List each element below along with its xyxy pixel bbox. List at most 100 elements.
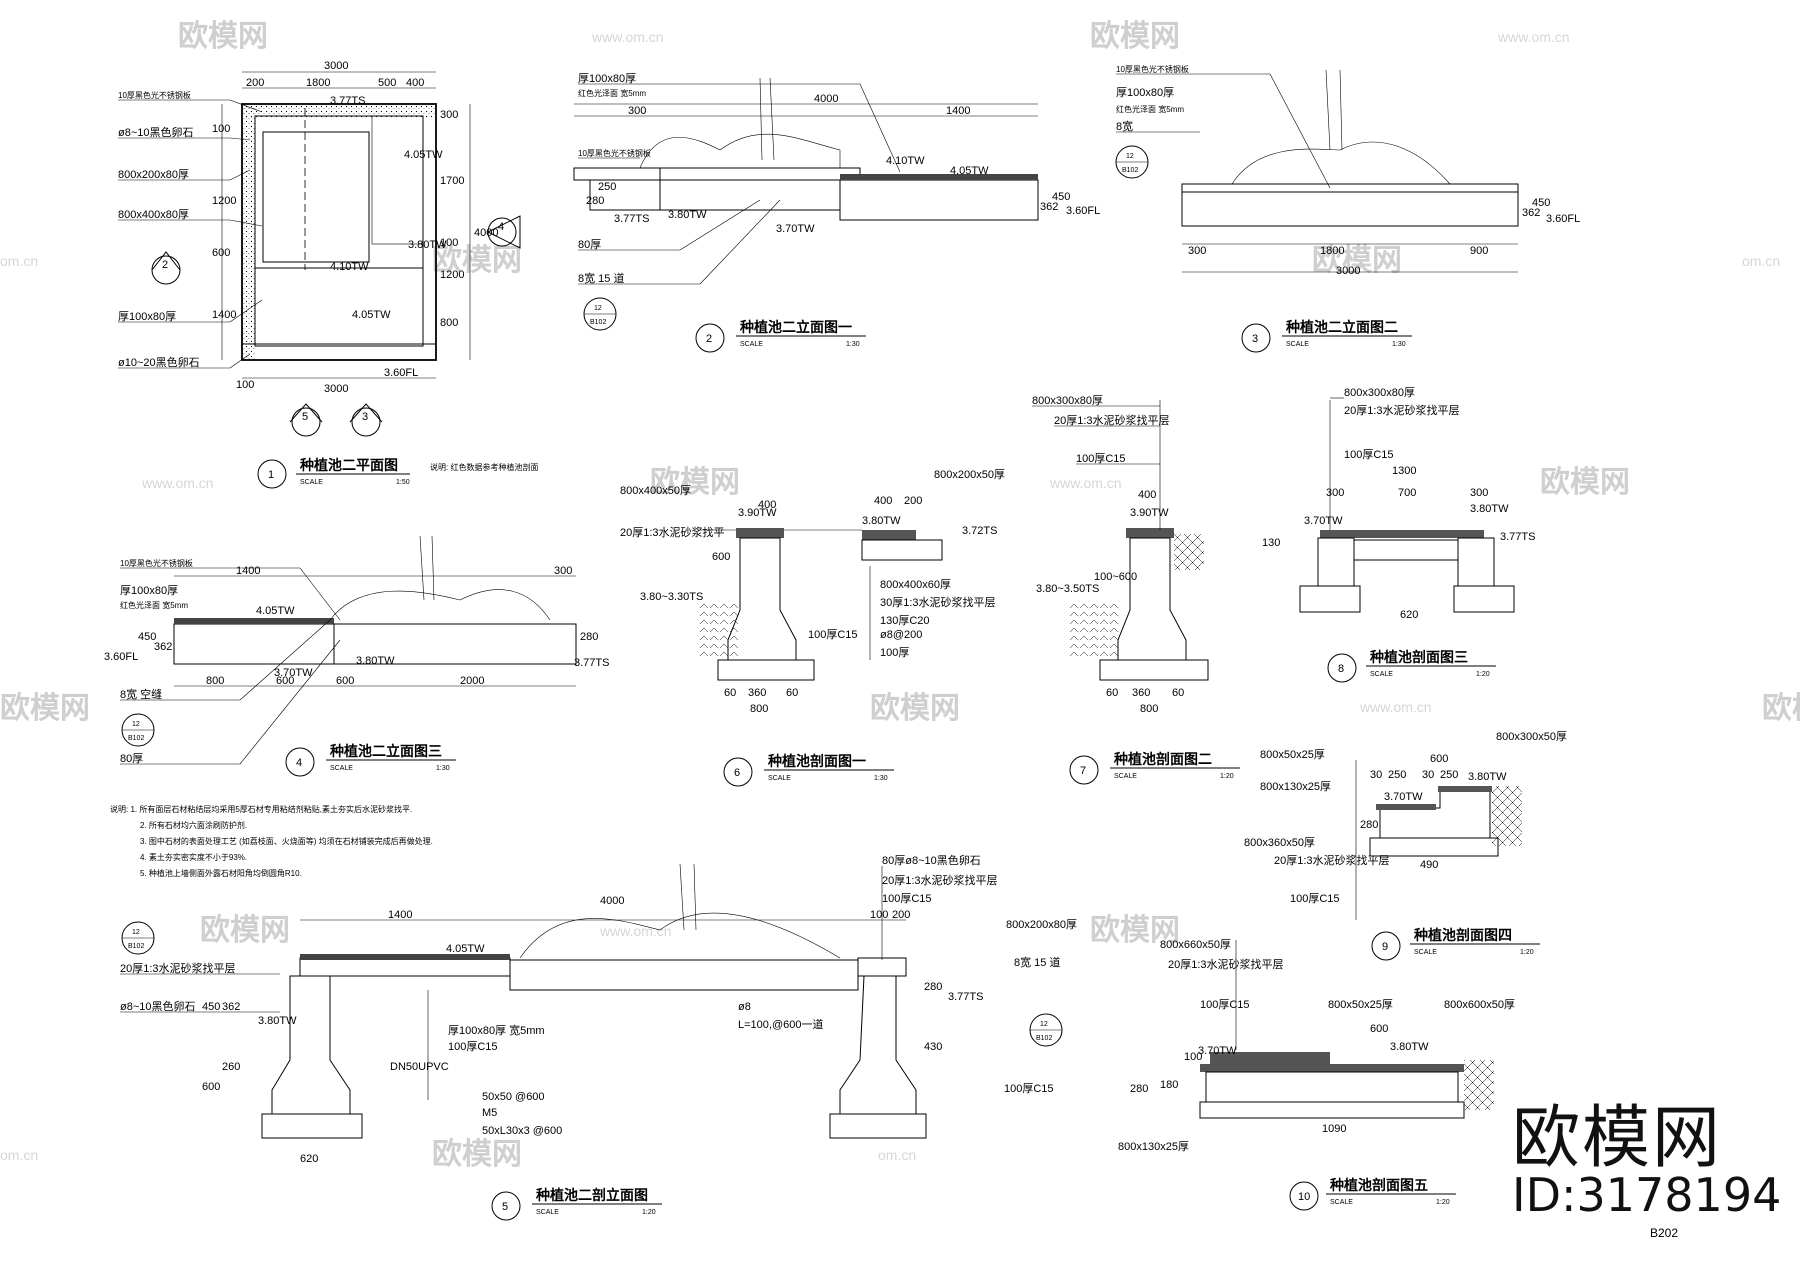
dim-text: 600: [212, 247, 230, 259]
dim-text: 280: [1130, 1083, 1148, 1095]
svg-text:1:30: 1:30: [1392, 341, 1406, 348]
drawing-title: 种植池二立面图三: [329, 743, 442, 759]
callout-text: 8宽 15 道: [1014, 955, 1060, 969]
watermark-brand: 欧模网: [1090, 20, 1180, 53]
dim-text: 130: [1262, 537, 1280, 549]
callout-text: 红色光泽面 宽5mm: [578, 88, 646, 98]
svg-text:12: 12: [1126, 153, 1134, 160]
section-two: 400 100~600 800 60 360 60 3.90TW 3.80~3.…: [1032, 394, 1240, 785]
callout-text: M5: [482, 1107, 497, 1119]
dim-text: 400: [1138, 489, 1156, 501]
drawing-title: 种植池剖面图五: [1329, 1177, 1428, 1193]
callout-text: 厚100x80厚: [120, 584, 178, 597]
drawing-title: 种植池剖面图二: [1113, 751, 1212, 767]
watermark-brand: 欧模网: [432, 244, 522, 277]
level-text: 4.05TW: [256, 605, 295, 617]
watermark-site: www.om.cn: [1049, 475, 1122, 491]
level-text: 3.80~3.50TS: [1036, 583, 1099, 595]
dim-text: 100~600: [1094, 571, 1137, 583]
level-text: 3.80TW: [1390, 1041, 1429, 1053]
dim-text: 280: [586, 195, 604, 207]
watermark-site: www.om.cn: [1359, 699, 1432, 715]
ref-number: 12: [594, 305, 602, 312]
watermark-brand: 欧模网: [1540, 466, 1630, 499]
svg-text:SCALE: SCALE: [1414, 949, 1437, 956]
callout-text: 20厚1:3水泥砂浆找平层: [1274, 853, 1390, 867]
svg-text:SCALE: SCALE: [768, 775, 791, 782]
callout-text: 50x50 @600: [482, 1091, 545, 1103]
callout-text: 红色光泽面 宽5mm: [120, 600, 188, 610]
callout-text: 800x300x80厚: [1032, 394, 1103, 407]
svg-text:2: 2: [162, 259, 168, 271]
callout-text: ø8~10黑色卵石: [120, 999, 196, 1013]
dim-text: 1800: [306, 77, 330, 89]
level-text: 3.80TW: [1470, 503, 1509, 515]
dim-text: 100: [212, 123, 230, 135]
level-text: 3.80TW: [356, 655, 395, 667]
plan-note: 说明: 红色数据参考种植池剖面: [430, 462, 538, 472]
callout-text: ø8~10黑色卵石: [118, 125, 194, 139]
level-text: 3.80~3.30TS: [640, 591, 703, 603]
section-three: 1300 300 700 300 620 130 3.70TW 3.80TW 3…: [1262, 386, 1535, 683]
drawing-number: 10: [1298, 1191, 1310, 1203]
watermark-site: www.om.cn: [1497, 29, 1570, 45]
svg-text:SCALE: SCALE: [536, 1209, 559, 1216]
callout-text: 100厚C15: [808, 628, 858, 641]
svg-text:1:30: 1:30: [874, 775, 888, 782]
note-line: 2. 所有石材均六面涂刷防护剂.: [140, 820, 247, 830]
drawing-title: 种植池二立面图一: [739, 319, 852, 335]
sheet-number: B202: [1650, 1226, 1679, 1240]
callout-text: 20厚1:3水泥砂浆找平层: [882, 873, 998, 887]
plan-top-edge: [242, 104, 436, 118]
level-text: 3.70TW: [1198, 1045, 1237, 1057]
callout-text: 8宽: [1116, 119, 1133, 133]
section-four: 600 30 250 30 250 490 280 3.70TW 3.80TW …: [1244, 730, 1567, 961]
callout-text: 50xL30x3 @600: [482, 1125, 562, 1137]
level-text: 3.77TS: [948, 991, 983, 1003]
svg-text:1:20: 1:20: [1436, 1199, 1450, 1206]
callout-text: 800x50x25厚: [1328, 998, 1393, 1011]
dim-text: 620: [300, 1153, 318, 1165]
dim-text: 360: [1132, 687, 1150, 699]
callout-text: 100厚C15: [1290, 892, 1340, 905]
plan-planting-bed: [262, 131, 370, 263]
callout-text: ø10~20黑色卵石: [118, 355, 200, 369]
dim-text: 3000: [324, 383, 348, 395]
dim-text: 1800: [1320, 245, 1344, 257]
dim-text: 400: [406, 77, 424, 89]
elevation-three: 1400 300 800 600 600 2000 280 362 450 4.…: [104, 535, 609, 777]
svg-text:3: 3: [362, 411, 368, 423]
drawing-number: 1: [268, 469, 274, 481]
dim-text: 800: [1140, 703, 1158, 715]
dim-text: 3000: [324, 60, 348, 72]
callout-text: 厚100x80厚: [118, 310, 176, 323]
dim-text: 900: [1470, 245, 1488, 257]
dim-text: 60: [1106, 687, 1118, 699]
callout-text: 100厚: [880, 646, 909, 659]
callout-text: 800x400x80厚: [118, 208, 189, 221]
callout-text: 80厚: [120, 752, 143, 765]
dim-text: 180: [1160, 1079, 1178, 1091]
level-text: 3.77TS: [614, 213, 649, 225]
svg-text:SCALE: SCALE: [1330, 1199, 1353, 1206]
section-five: 600 1090 280 180 100 3.70TW 3.80TW 800x6…: [1118, 938, 1515, 1211]
drawing-title: 种植池剖面图三: [1369, 649, 1468, 665]
level-text: 3.90TW: [1130, 507, 1169, 519]
callout-text: 100厚C15: [1004, 1082, 1054, 1095]
general-notes: 说明: 1. 所有面层石材粘结层均采用5厚石材专用粘结剂粘贴,素土夯实后水泥砂浆…: [110, 804, 433, 878]
svg-text:SCALE: SCALE: [1114, 773, 1137, 780]
watermark-layer: 欧模网 www.om.cn 欧模网 www.om.cn om.cn 欧模网 欧模…: [0, 20, 1800, 1171]
note-line: 5. 种植池上墙侧面外露石材阳角均倒圆角R10.: [140, 868, 302, 878]
plan-pebble-strip: [371, 115, 424, 245]
callout-text: 800x130x25厚: [1260, 780, 1331, 793]
svg-text:B102: B102: [1036, 1035, 1052, 1042]
dim-text: 1090: [1322, 1123, 1346, 1135]
note-line: 说明: 1. 所有面层石材粘结层均采用5厚石材专用粘结剂粘贴,素土夯实后水泥砂浆…: [110, 804, 412, 814]
callout-text: 8宽 空缝: [120, 687, 162, 701]
drawing-number: 5: [502, 1201, 508, 1213]
callout-text: 厚100x80厚: [1116, 86, 1174, 99]
callout-text: 800x130x25厚: [1118, 1140, 1189, 1153]
svg-text:12: 12: [132, 929, 140, 936]
watermark-short: om.cn: [878, 1147, 916, 1163]
level-text: 3.72TS: [962, 525, 997, 537]
